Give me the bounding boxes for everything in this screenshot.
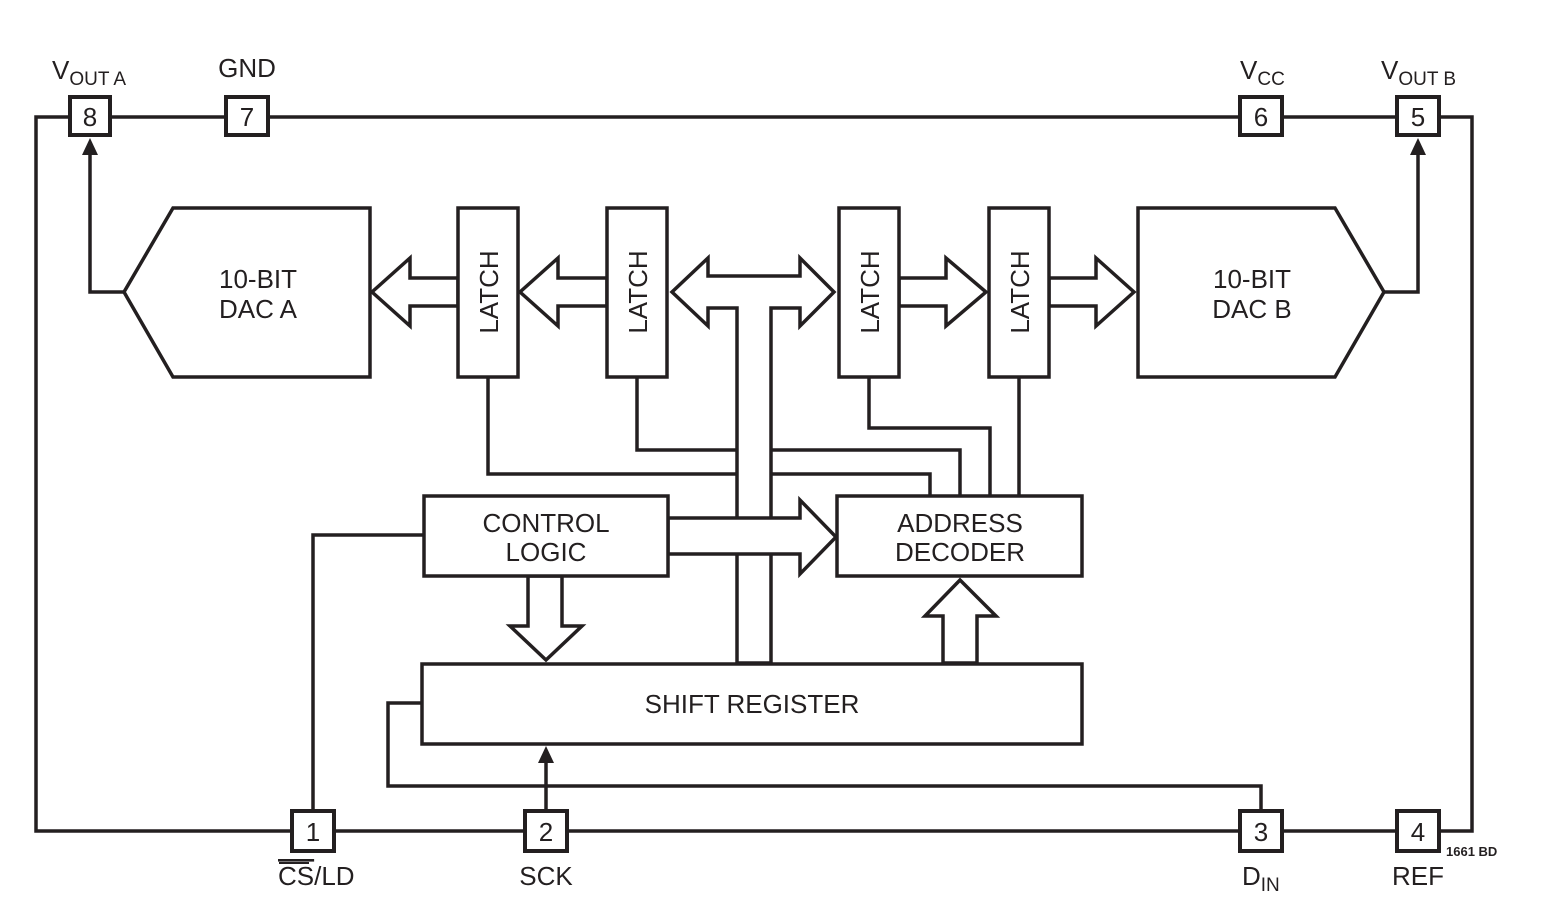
pin-5-name: VOUT B [1381, 55, 1456, 90]
pin-4-box [1395, 809, 1441, 853]
arrow-sck [538, 746, 554, 763]
pin-5-number: 5 [1411, 102, 1425, 132]
wire-latch1-enable [486, 377, 932, 496]
address-decoder-label-line2: DECODER [895, 537, 1025, 567]
pin-2-number: 2 [539, 817, 553, 847]
latch-4-label: LATCH [1005, 250, 1035, 333]
control-logic-label-line2: LOGIC [506, 537, 587, 567]
latch-3-block [837, 206, 901, 379]
dac-b-label-line1: 10-BIT [1213, 264, 1291, 294]
pin-1-number: 1 [306, 817, 320, 847]
wire-latch3-enable [867, 377, 992, 496]
latch-1-block [456, 206, 520, 379]
pin-6-number: 6 [1254, 102, 1268, 132]
wire-din [386, 701, 1263, 811]
bus-arrow-control-shift [505, 574, 587, 663]
pin-1-name-overline: CS [278, 861, 314, 891]
wire-vout-a [88, 150, 124, 294]
pin-2-name: SCK [519, 861, 573, 891]
shift-register-label: SHIFT REGISTER [645, 689, 860, 719]
address-decoder-label-line1: ADDRESS [897, 508, 1023, 538]
pin-5-name-main: V [1381, 55, 1399, 85]
dac-a-block [121, 206, 372, 379]
latch-2-label: LATCH [623, 250, 653, 333]
dac-b-block [1136, 206, 1387, 379]
pin-1-box [290, 809, 336, 853]
pin-2-box [523, 809, 569, 853]
control-logic-block [422, 494, 670, 578]
latch-4-block [987, 206, 1051, 379]
wire-vout-b [1384, 150, 1420, 294]
wire-latch2-enable [635, 377, 962, 496]
pin-3-name-sub: IN [1261, 875, 1280, 896]
wire-top-rail [34, 115, 292, 833]
pin-3-name-main: D [1242, 861, 1261, 891]
bus-arrow-latch4-dac-b [1047, 254, 1137, 330]
bus-arrow-shift-address [920, 577, 1001, 665]
pin-5-name-sub: OUT B [1398, 69, 1456, 90]
pin-7-number: 7 [240, 102, 254, 132]
address-decoder-block [835, 494, 1084, 578]
pin-6-box [1238, 95, 1284, 137]
dac-a-label-line1: 10-BIT [219, 264, 297, 294]
pin-5-box [1395, 95, 1441, 137]
latch-2-block [605, 206, 669, 379]
pin-1-name: CS/LD [278, 861, 355, 891]
bus-arrow-shift-to-latches [669, 253, 837, 665]
latch-1-label: LATCH [474, 250, 504, 333]
latch-3-label: LATCH [855, 250, 885, 333]
pin-8-box [68, 95, 112, 137]
dac-b-label-line2: DAC B [1212, 294, 1291, 324]
dac-a-label-line2: DAC A [219, 294, 298, 324]
pin-6-name: VCC [1240, 55, 1285, 90]
wire-cs-ld [311, 533, 424, 811]
pin-4-name: REF [1392, 861, 1444, 891]
arrow-vout-a [82, 138, 98, 155]
pin-4-number: 4 [1411, 817, 1425, 847]
figure-code: 1661 BD [1446, 844, 1497, 859]
pin-7-box [224, 95, 270, 137]
bus-arrow-control-address [666, 495, 839, 579]
pin-8-name-main: V [52, 55, 70, 85]
bus-arrow-latch1-dac-a [369, 254, 460, 330]
pin-8-number: 8 [83, 102, 97, 132]
bus-arrow-latch2-latch1 [517, 254, 609, 330]
arrow-vout-b [1410, 138, 1426, 155]
control-logic-label-line1: CONTROL [482, 508, 609, 538]
pin-6-name-sub: CC [1257, 69, 1284, 90]
pin-8-name: VOUT A [52, 55, 126, 90]
pin-8-name-sub: OUT A [69, 69, 126, 90]
bus-arrow-latch3-latch4 [897, 254, 989, 330]
pin-3-box [1238, 809, 1284, 853]
wire-ref-rail [1439, 115, 1474, 833]
shift-register-block [420, 662, 1084, 746]
pin-1-name-rest: /LD [314, 861, 354, 891]
pin-7-name: GND [218, 53, 276, 83]
pin-3-name: DIN [1242, 861, 1280, 896]
pin-3-number: 3 [1254, 817, 1268, 847]
pin-6-name-main: V [1240, 55, 1258, 85]
